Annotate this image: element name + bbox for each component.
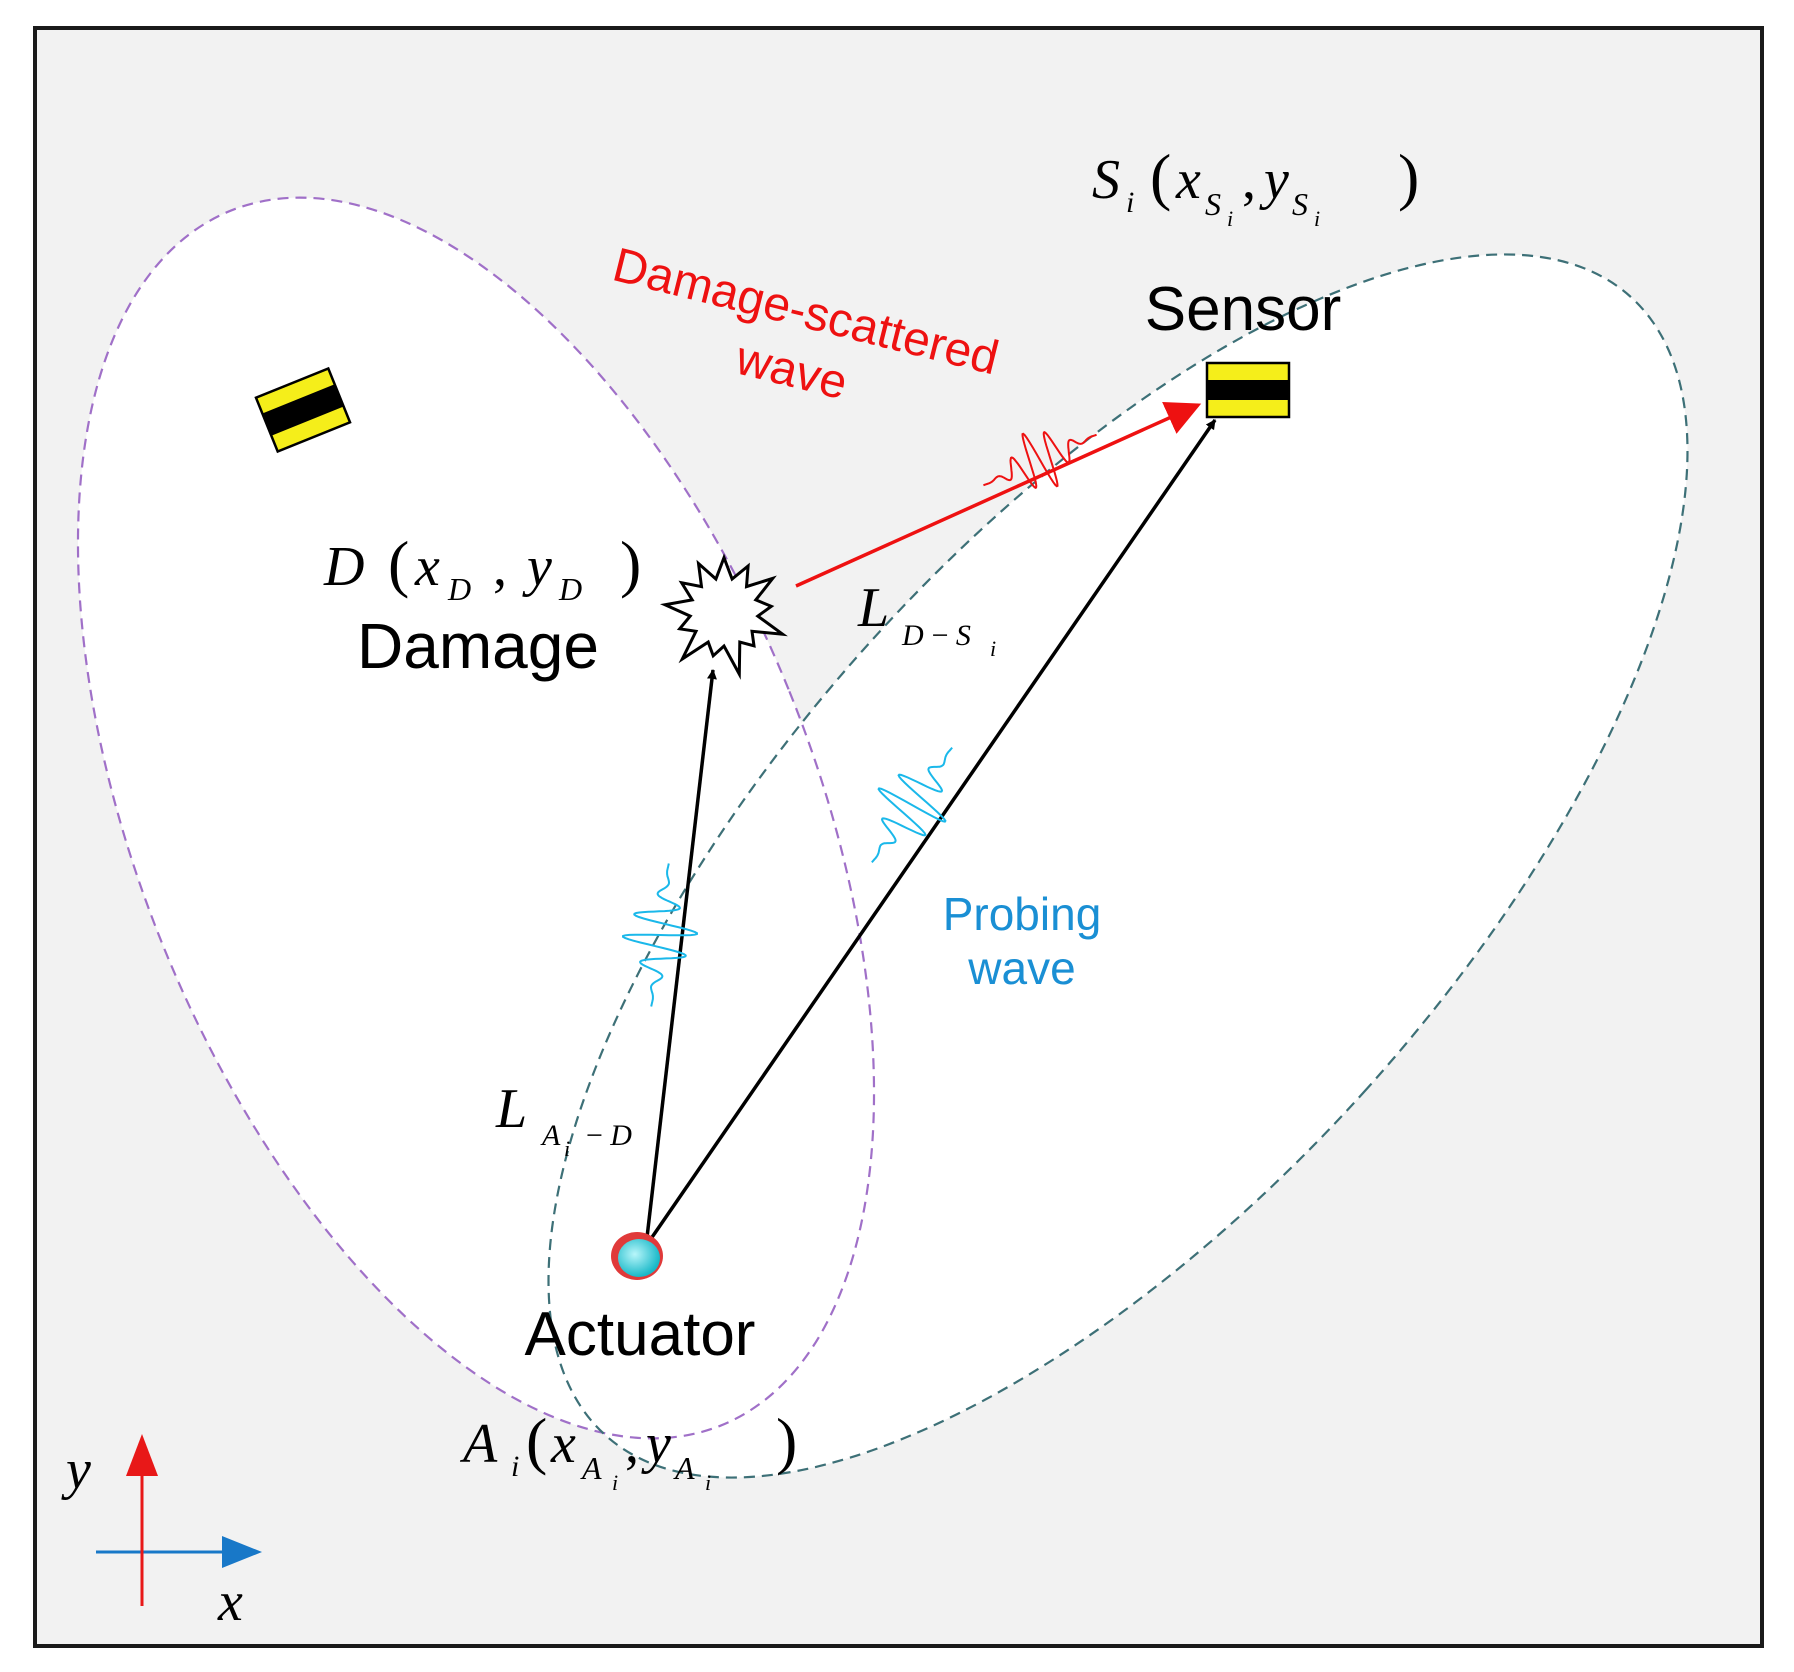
- axis-y-label: y: [61, 1439, 91, 1501]
- svg-text:i: i: [1126, 186, 1134, 219]
- actuator-icon: [611, 1232, 663, 1280]
- svg-text:x: x: [1175, 149, 1201, 211]
- sensor-icon: [1205, 361, 1291, 419]
- probing-wave-packet-1: [621, 863, 699, 1007]
- svg-text:D: D: [558, 571, 582, 607]
- svg-text:): ): [776, 1405, 797, 1476]
- probing-wave-label-line2: wave: [967, 942, 1075, 994]
- svg-text:S: S: [1292, 186, 1308, 222]
- svg-text:D − S: D − S: [901, 619, 971, 652]
- teal-ellipse: [547, 253, 1689, 1479]
- probing-wave-packet-2: [871, 746, 953, 864]
- svg-text:y: y: [641, 1413, 671, 1475]
- axis-x-arrowhead: [222, 1536, 262, 1568]
- svg-text:A: A: [580, 1450, 602, 1486]
- svg-text:,: ,: [625, 1413, 639, 1475]
- probing-wave-label-line1: Probing: [943, 888, 1102, 940]
- svg-text:y: y: [522, 536, 552, 598]
- scattered-wave-packet: [983, 431, 1097, 489]
- actuator-label: Actuator: [525, 1300, 756, 1369]
- svg-text:(: (: [1150, 141, 1171, 212]
- axes-indicator: x y: [61, 1434, 262, 1633]
- svg-text:S: S: [1205, 186, 1221, 222]
- sensor-coordinate: S i ( x S i , y S i ): [1092, 141, 1419, 231]
- svg-text:,: ,: [1242, 149, 1256, 211]
- teal-ellipse-fill: [548, 254, 1688, 1478]
- damage-icon: [659, 553, 788, 680]
- svg-text:A: A: [459, 1413, 498, 1475]
- axis-y-arrowhead: [126, 1434, 158, 1476]
- svg-text:): ): [1398, 141, 1419, 212]
- svg-text:D: D: [323, 536, 364, 598]
- sensor-label: Sensor: [1145, 275, 1341, 344]
- svg-text:A: A: [673, 1450, 695, 1486]
- svg-text:(: (: [388, 528, 409, 599]
- svg-text:i: i: [1227, 206, 1233, 231]
- path-length-actuator-damage: L A i − D: [495, 1078, 632, 1161]
- damage-label: Damage: [357, 610, 599, 682]
- path-actuator-to-sensor: [644, 419, 1217, 1247]
- svg-text:− D: − D: [584, 1119, 632, 1152]
- svg-text:,: ,: [493, 536, 507, 598]
- actuator-coordinate: A i ( x A i , y A i ): [459, 1405, 797, 1495]
- damage-coordinate: D ( x D , y D ): [323, 528, 641, 607]
- svg-text:i: i: [705, 1470, 711, 1495]
- svg-text:D: D: [447, 571, 471, 607]
- svg-text:i: i: [612, 1470, 618, 1495]
- svg-text:x: x: [414, 536, 440, 598]
- axis-x-label: x: [217, 1571, 243, 1633]
- svg-text:i: i: [511, 1450, 519, 1483]
- svg-text:i: i: [990, 636, 996, 661]
- sensor-icon-secondary: [254, 366, 352, 454]
- svg-text:L: L: [857, 577, 889, 639]
- svg-text:x: x: [550, 1413, 576, 1475]
- path-damage-to-sensor: [795, 401, 1202, 588]
- svg-text:): ): [620, 528, 641, 599]
- svg-text:i: i: [564, 1136, 570, 1161]
- purple-ellipse: [76, 196, 876, 1440]
- svg-text:S: S: [1092, 149, 1120, 211]
- svg-text:L: L: [495, 1078, 527, 1140]
- svg-text:i: i: [1314, 206, 1320, 231]
- svg-text:A: A: [540, 1119, 561, 1152]
- svg-text:y: y: [1259, 149, 1289, 211]
- svg-text:(: (: [526, 1405, 547, 1476]
- path-length-damage-sensor: L D − S i: [857, 577, 996, 661]
